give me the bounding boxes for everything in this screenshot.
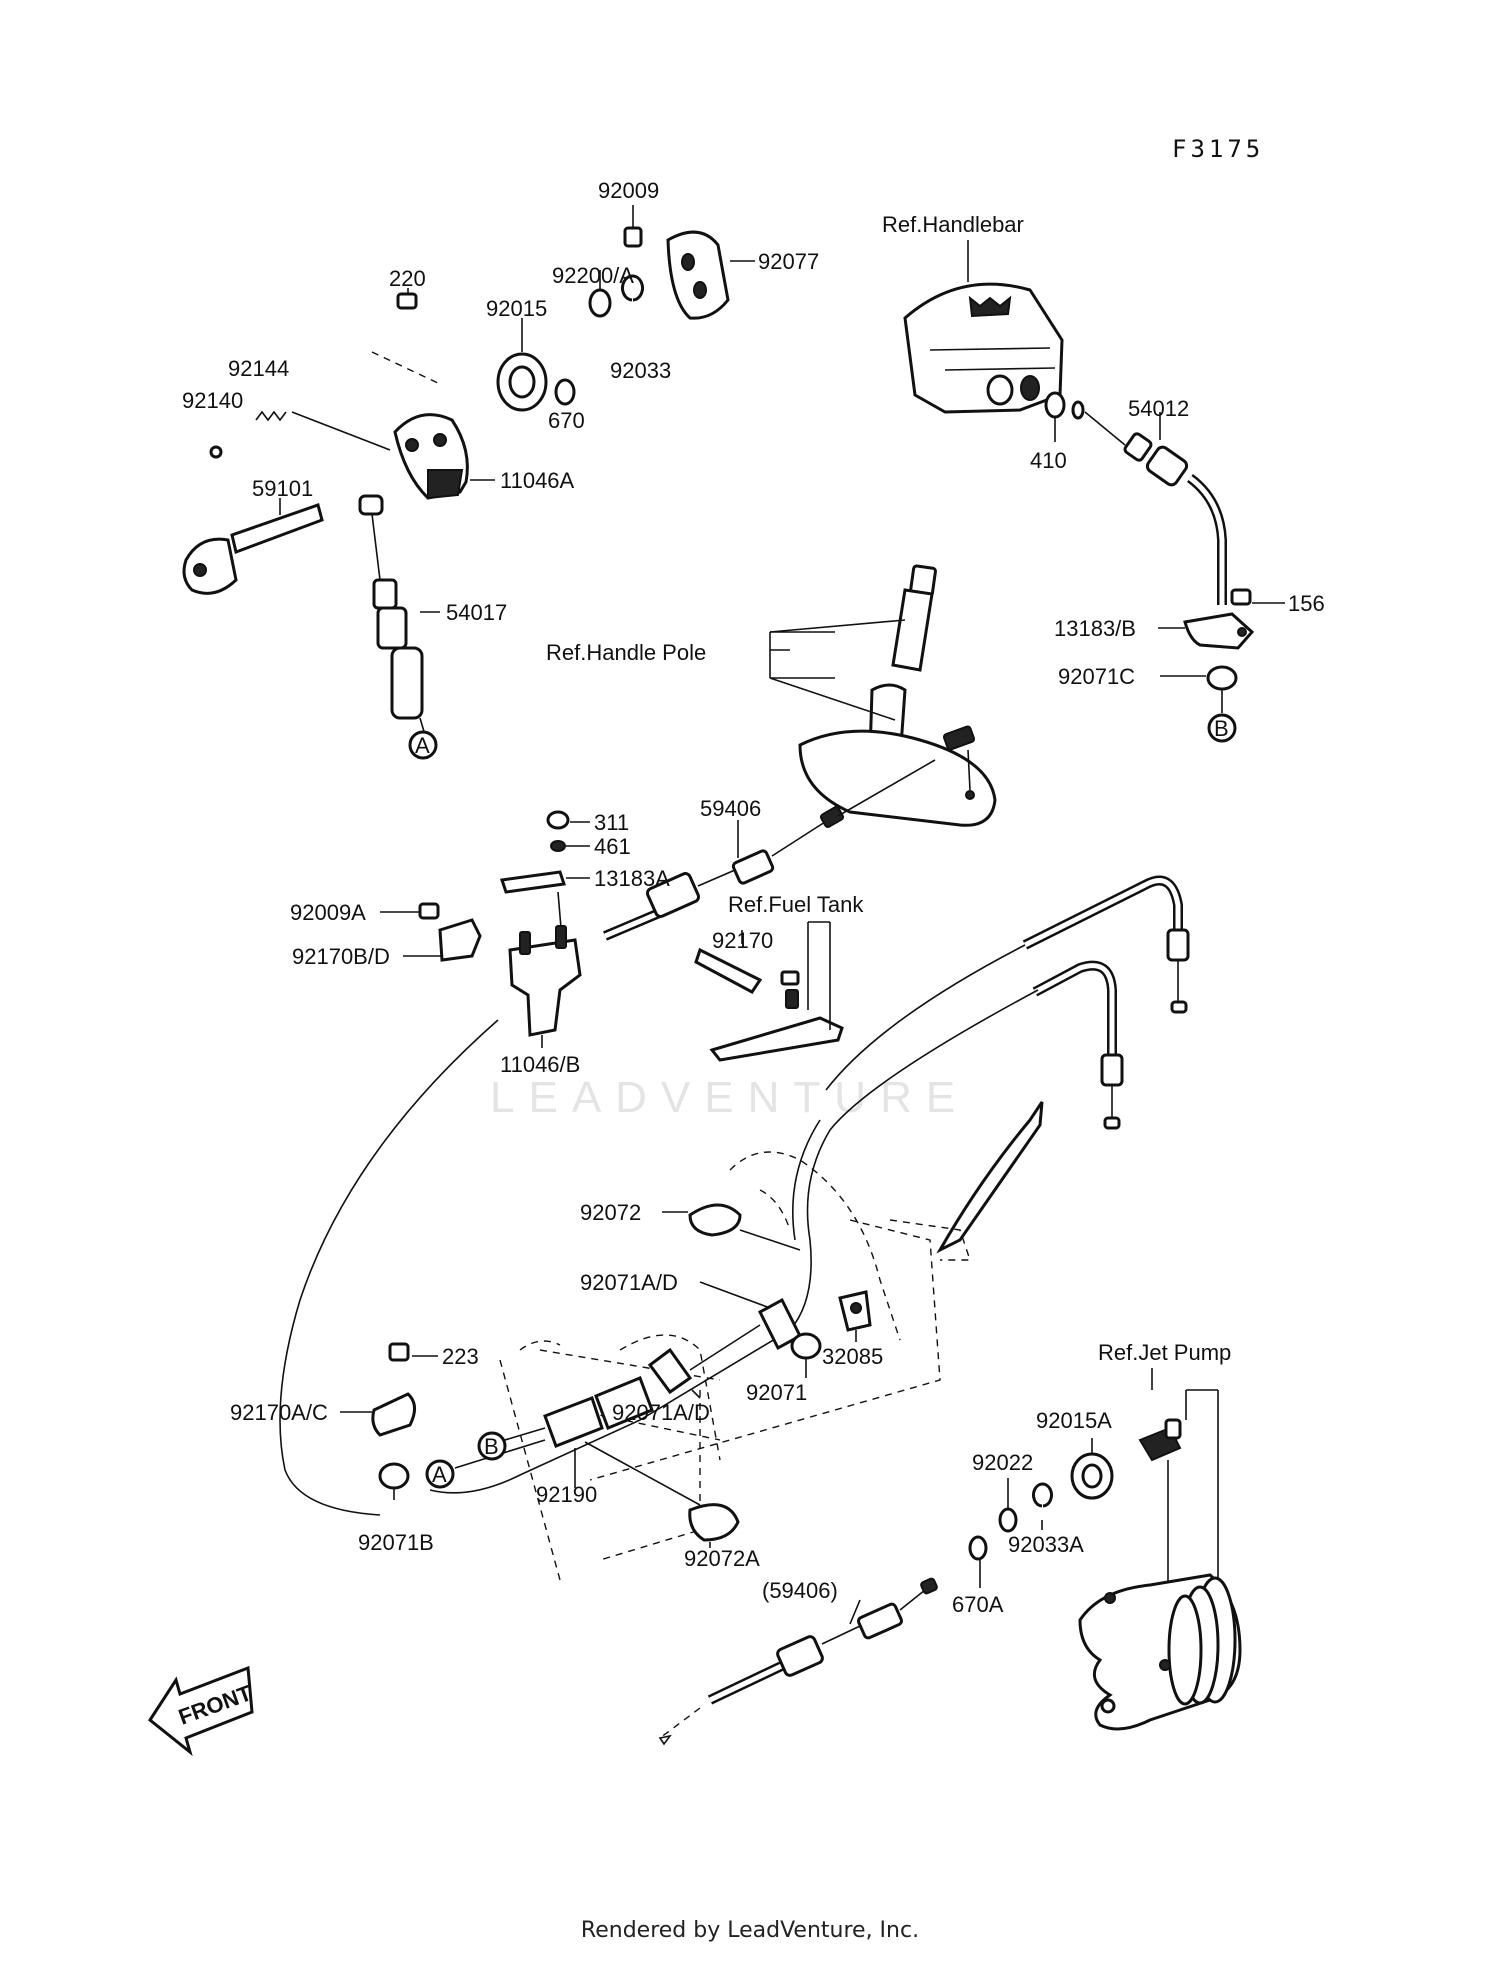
- marker-b-lower: B: [477, 1431, 507, 1461]
- fuel-tank-bracket: [694, 921, 844, 1062]
- part-label: 670: [548, 408, 585, 433]
- diagram-code: F3175: [1172, 135, 1264, 163]
- part-label: 92170: [712, 928, 773, 953]
- part-label: 92009A: [290, 900, 366, 925]
- marker-a-upper: A: [408, 730, 438, 760]
- part-label: 11046A: [500, 468, 575, 493]
- ref-handle-pole: Ref.Handle Pole: [546, 640, 706, 665]
- part-label: 92071A/D: [612, 1400, 710, 1425]
- part-label: (59406): [762, 1578, 838, 1603]
- part-label: 92190: [536, 1482, 597, 1507]
- lower-fittings: [340, 1203, 872, 1548]
- ref-fuel-tank: Ref.Fuel Tank: [728, 892, 864, 917]
- part-label: 54017: [446, 600, 507, 625]
- part-label: 92170A/C: [230, 1400, 328, 1425]
- ref-handlebar: Ref.Handlebar: [882, 212, 1024, 237]
- part-label: 410: [1030, 448, 1067, 473]
- cable-59406-upper: [603, 759, 936, 941]
- part-label: 92071B: [358, 1530, 434, 1555]
- watermark: LEADVENTURE: [490, 1073, 969, 1122]
- part-label: 92015A: [1036, 1408, 1112, 1433]
- marker-a-lower: A: [425, 1459, 455, 1489]
- part-label: 13183/B: [1054, 616, 1136, 641]
- lever-assembly: [182, 205, 755, 736]
- part-label: 59101: [252, 476, 313, 501]
- part-label: 92077: [758, 249, 819, 274]
- cable-59406-lower: [658, 1478, 1053, 1746]
- svg-text:B: B: [1214, 716, 1229, 741]
- part-label: 92033A: [1008, 1532, 1084, 1557]
- bracket-11046b: [380, 810, 590, 1048]
- part-label: 92071C: [1058, 664, 1135, 689]
- svg-text:A: A: [432, 1462, 447, 1487]
- part-label: 220: [389, 266, 426, 291]
- part-label: 92072: [580, 1200, 641, 1225]
- part-label: 92144: [228, 356, 289, 381]
- part-label: 92015: [486, 296, 547, 321]
- footer-credit: Rendered by LeadVenture, Inc.: [580, 1918, 920, 1943]
- part-label: 92071: [746, 1380, 807, 1405]
- svg-text:B: B: [484, 1434, 499, 1459]
- part-label: 92072A: [684, 1546, 760, 1571]
- hull-outline: [499, 1101, 1044, 1581]
- part-label: 92200/A: [552, 263, 634, 288]
- part-label: 92071A/D: [580, 1270, 678, 1295]
- ref-jet-pump: Ref.Jet Pump: [1098, 1340, 1231, 1365]
- part-label: 92009: [598, 178, 659, 203]
- svg-text:A: A: [415, 733, 430, 758]
- part-label: 92170B/D: [292, 944, 390, 969]
- part-label: 223: [442, 1344, 479, 1369]
- part-label: 461: [594, 834, 631, 859]
- part-label: 670A: [952, 1592, 1004, 1617]
- handle-pole: [769, 564, 997, 827]
- part-label: 156: [1288, 591, 1325, 616]
- handlebar-assembly: [903, 240, 1285, 713]
- jet-pump: [1070, 1368, 1242, 1731]
- part-label: 59406: [700, 796, 761, 821]
- part-label: 92022: [972, 1450, 1033, 1475]
- part-label: 13183A: [594, 866, 670, 891]
- part-label: 92033: [610, 358, 671, 383]
- part-label: 311: [594, 810, 629, 835]
- main-cables: [279, 875, 1190, 1516]
- front-arrow: FRONT: [148, 1665, 255, 1757]
- part-label: 11046/B: [500, 1052, 580, 1077]
- part-label: 32085: [822, 1344, 883, 1369]
- marker-b-upper: B: [1207, 713, 1237, 743]
- part-label: 54012: [1128, 396, 1189, 421]
- part-label: 92140: [182, 388, 243, 413]
